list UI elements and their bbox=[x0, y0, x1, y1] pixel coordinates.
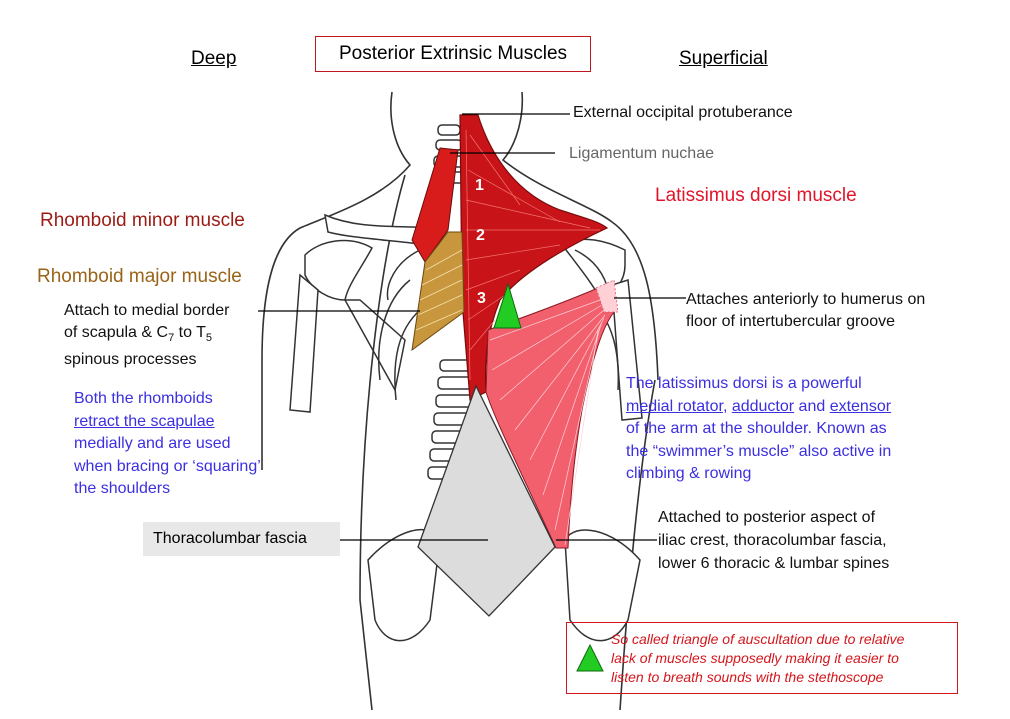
latissimus-label: Latissimus dorsi muscle bbox=[655, 185, 857, 206]
ligamentum-nuchae-label: Ligamentum nuchae bbox=[569, 145, 714, 162]
rhomboid-action-text: Both the rhomboids retract the scapulae … bbox=[74, 390, 261, 497]
external-occipital-label: External occipital protuberance bbox=[573, 104, 793, 121]
rhomboid-attach-text: Attach to medial border of scapula & C7 … bbox=[64, 302, 230, 369]
leader-lines bbox=[258, 113, 686, 541]
humerus-attach-text: Attaches anteriorly to humerus on floor … bbox=[686, 291, 926, 330]
latissimus-dorsi-muscle bbox=[485, 279, 619, 549]
thoracolumbar-fascia-shape bbox=[417, 384, 556, 617]
green-triangle-icon bbox=[576, 643, 604, 672]
auscultation-note-box: So called triangle of auscultation due t… bbox=[566, 622, 958, 694]
body-outline bbox=[261, 91, 659, 711]
superficial-header: Superficial bbox=[679, 48, 768, 69]
triangle-of-auscultation bbox=[493, 282, 522, 329]
thoracolumbar-fascia-label: Thoracolumbar fascia bbox=[143, 522, 340, 556]
rhomboid-major-label: Rhomboid major muscle bbox=[37, 266, 242, 287]
trapezius-part-3: 3 bbox=[477, 290, 486, 307]
trapezius-part-1: 1 bbox=[475, 177, 484, 194]
auscultation-note-text: So called triangle of auscultation due t… bbox=[611, 631, 905, 685]
rhomboid-minor-muscle bbox=[411, 147, 459, 263]
rhomboid-minor-label: Rhomboid minor muscle bbox=[40, 210, 245, 231]
page-title: Posterior Extrinsic Muscles bbox=[315, 36, 591, 72]
lat-attach-text: Attached to posterior aspect of iliac cr… bbox=[658, 509, 890, 572]
deep-header: Deep bbox=[191, 48, 237, 69]
rhomboid-major-muscle bbox=[411, 231, 465, 352]
lat-action-text: The latissimus dorsi is a powerful media… bbox=[626, 375, 892, 482]
trapezius-part-2: 2 bbox=[476, 227, 485, 244]
